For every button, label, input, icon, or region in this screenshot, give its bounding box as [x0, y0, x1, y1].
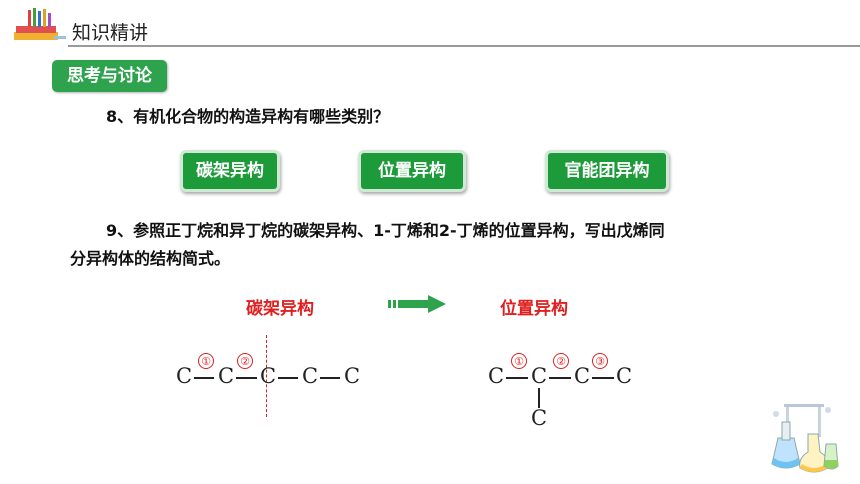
marker-2: ②	[237, 353, 253, 369]
question-8: 8、有机化合物的构造异构有哪些类别？	[106, 107, 390, 126]
right-arrow-icon	[388, 295, 446, 313]
bond	[592, 377, 614, 379]
question-9-line2: 分异构体的结构简式。	[70, 249, 231, 268]
bond	[549, 377, 571, 379]
atom-c: C	[488, 364, 505, 388]
atom-c: C	[176, 364, 193, 388]
atom-c: C	[344, 364, 361, 388]
atom-c: C	[260, 364, 277, 388]
right-diagram-title: 位置异构	[500, 299, 568, 319]
marker-3: ③	[592, 353, 608, 369]
atom-c: C	[218, 364, 235, 388]
atom-c: C	[574, 364, 591, 388]
category-tag-position: 位置异构	[358, 150, 466, 192]
category-tag-functional-group: 官能团异构	[545, 150, 669, 192]
marker-2: ②	[553, 353, 569, 369]
bond	[278, 377, 298, 379]
marker-1: ①	[511, 353, 527, 369]
atom-c: C	[616, 364, 633, 388]
page-title: 知识精讲	[72, 22, 149, 44]
bond	[236, 377, 257, 379]
branch-bond	[538, 388, 540, 408]
atom-c: C	[531, 364, 548, 388]
marker-1: ①	[198, 353, 214, 369]
atom-c: C	[302, 364, 319, 388]
lab-flasks-icon	[771, 404, 839, 473]
cut-line	[266, 335, 267, 417]
header-divider	[68, 45, 860, 47]
left-diagram-title: 碳架异构	[246, 299, 314, 319]
category-tag-carbon-skeleton: 碳架异构	[180, 150, 280, 192]
header-bar: 知识精讲	[0, 0, 860, 52]
bond	[506, 377, 528, 379]
discussion-badge: 思考与讨论	[52, 60, 167, 92]
books-pencils-icon	[14, 8, 66, 40]
bond	[320, 377, 340, 379]
atom-c-branch: C	[531, 406, 548, 430]
bond	[194, 377, 214, 379]
question-9-line1: 9、参照正丁烷和异丁烷的碳架异构、1-丁烯和2-丁烯的位置异构，写出戊烯同	[106, 221, 665, 240]
